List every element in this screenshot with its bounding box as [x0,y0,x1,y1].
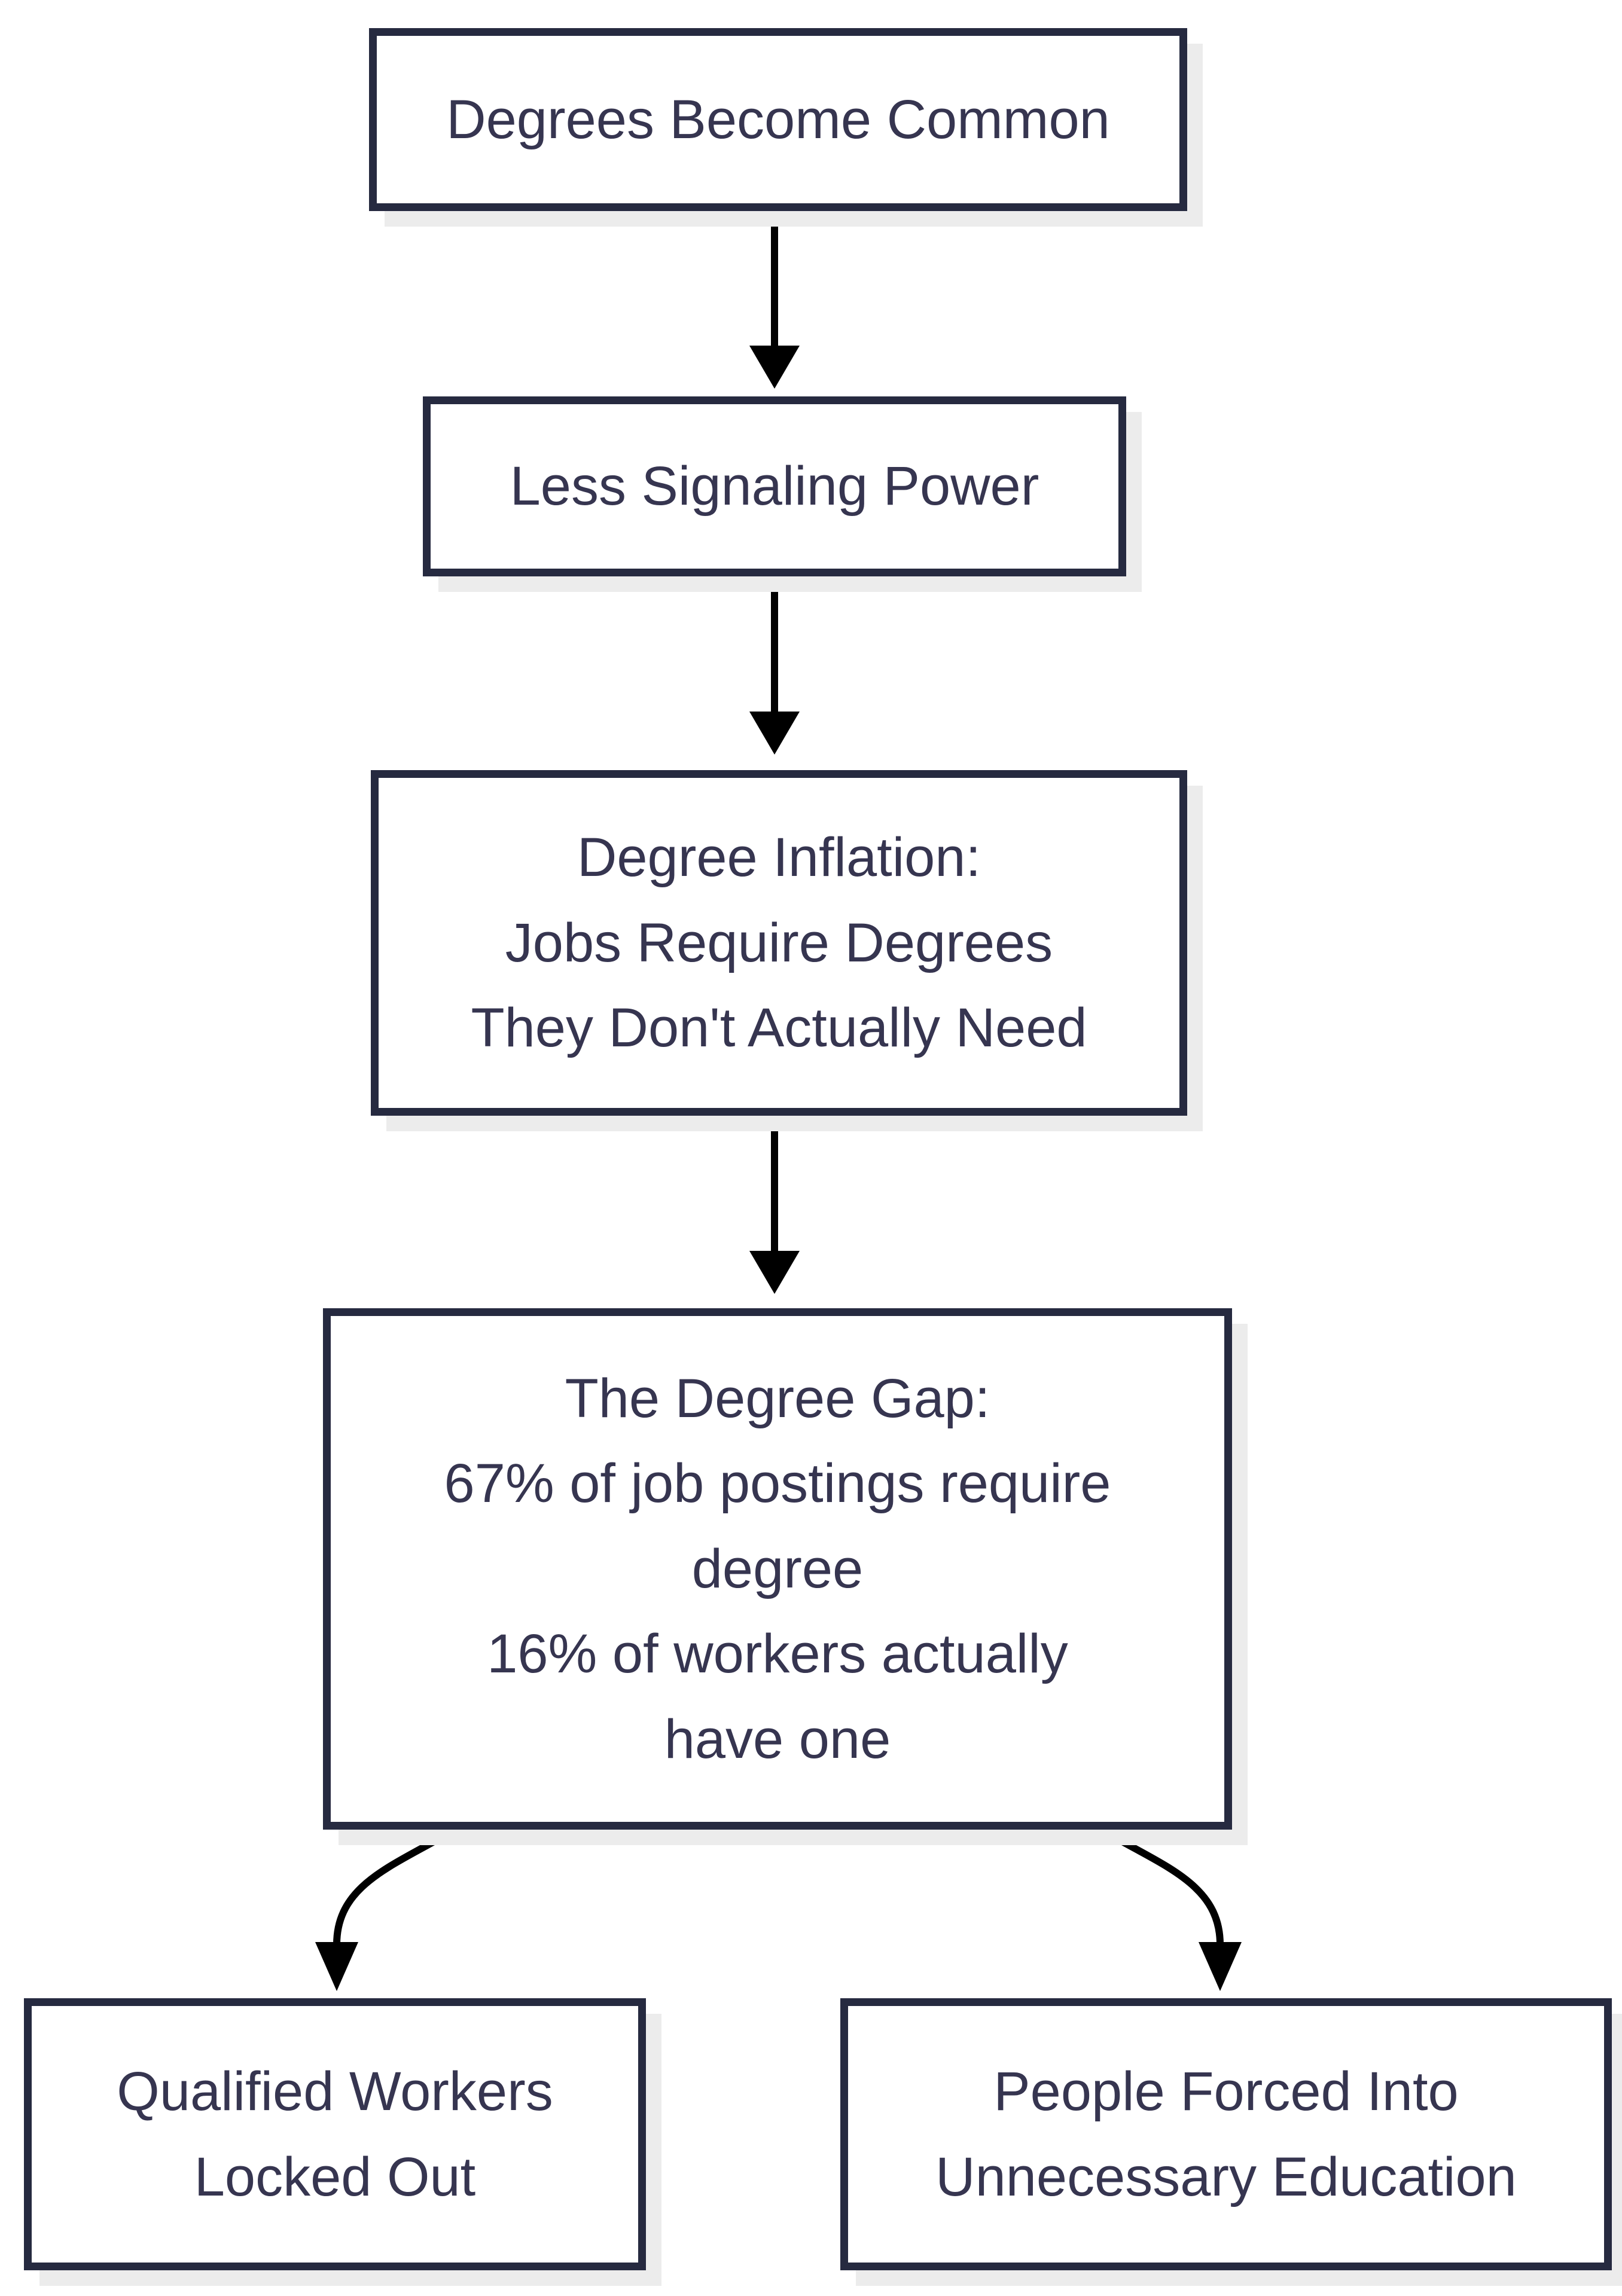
arrow-degrees-to-signaling [749,211,800,389]
node-degree-gap: The Degree Gap: 67% of job postings requ… [323,1308,1232,1830]
node-label: Degrees Become Common [446,88,1110,150]
arrow-inflation-to-gap [749,1116,800,1294]
node-label: Degree Inflation: Jobs Require Degrees T… [471,827,1087,1059]
arrow-gap-to-locked-out [315,1827,455,1991]
node-degree-inflation: Degree Inflation: Jobs Require Degrees T… [371,770,1187,1116]
arrow-signaling-to-inflation [749,576,800,755]
node-qualified-workers-locked-out: Qualified Workers Locked Out [24,1998,646,2270]
node-less-signaling-power: Less Signaling Power [423,396,1126,576]
node-degrees-become-common: Degrees Become Common [369,28,1187,211]
node-label: Qualified Workers Locked Out [117,2060,553,2208]
node-people-forced-into-unnecessary-education: People Forced Into Unnecessary Education [840,1998,1612,2270]
arrow-gap-to-unnecessary-education [1101,1827,1242,1991]
node-label: Less Signaling Power [510,456,1039,517]
node-label: The Degree Gap: 67% of job postings requ… [444,1367,1111,1770]
node-label: People Forced Into Unnecessary Education [935,2060,1517,2208]
